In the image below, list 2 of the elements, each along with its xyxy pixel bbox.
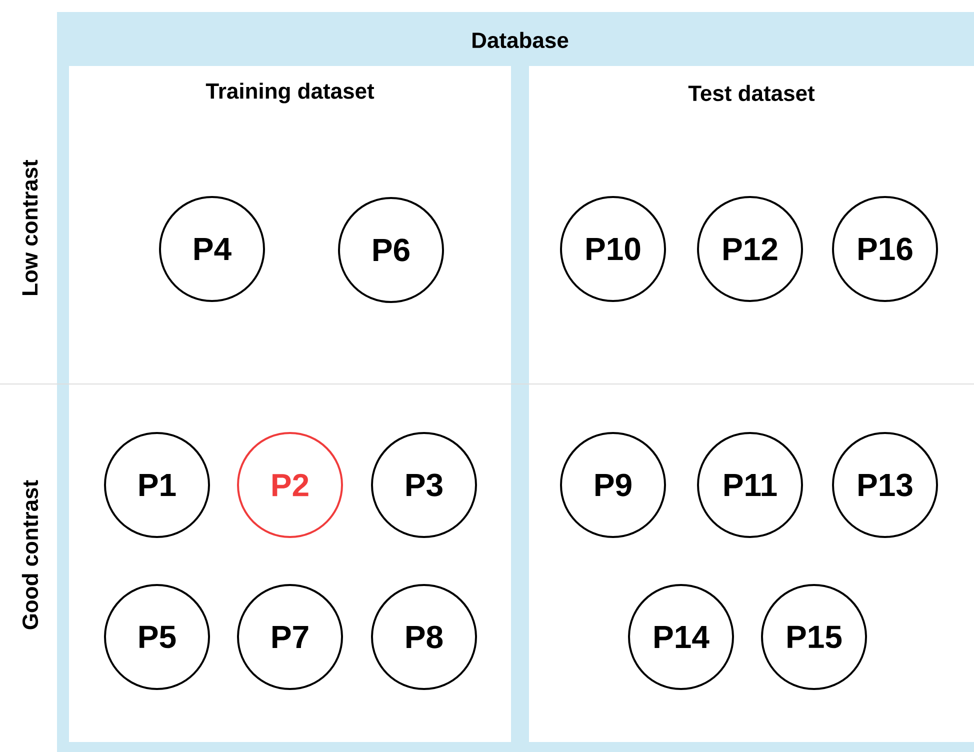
row-label: Low contrast (22, 160, 38, 295)
row-label: Good contrast (22, 480, 38, 630)
